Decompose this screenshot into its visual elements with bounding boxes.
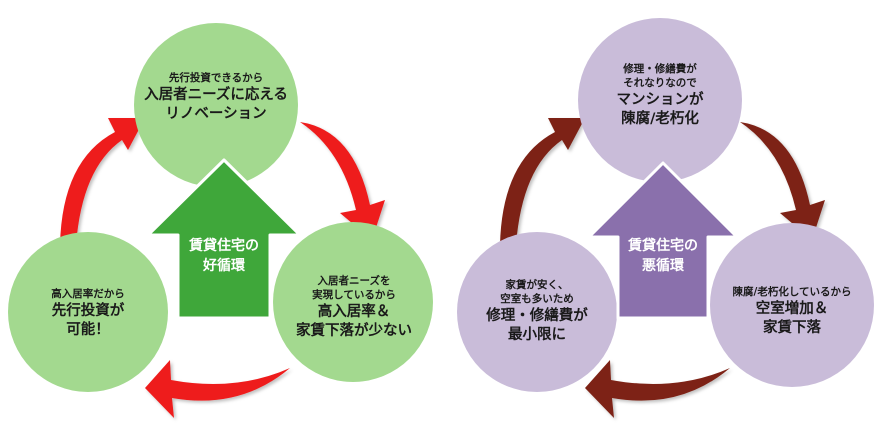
good-cycle	[8, 23, 433, 418]
good-arrow-right-to-left	[145, 360, 290, 418]
good-arrow-left-to-top	[60, 118, 145, 245]
bad-house	[587, 161, 739, 320]
bad-arrow-left-to-top	[500, 118, 585, 245]
good-house	[146, 158, 302, 320]
bad-circle-top	[578, 18, 742, 182]
bad-cycle	[457, 18, 874, 418]
good-arrow-top-to-right	[300, 122, 385, 240]
good-circle-right	[273, 222, 433, 382]
good-circle-left	[8, 232, 168, 392]
bad-circle-right	[710, 223, 874, 387]
bad-arrow-top-to-right	[740, 122, 825, 240]
bad-circle-left	[457, 232, 617, 392]
good-circle-top	[134, 23, 298, 187]
bad-arrow-right-to-left	[585, 360, 730, 418]
